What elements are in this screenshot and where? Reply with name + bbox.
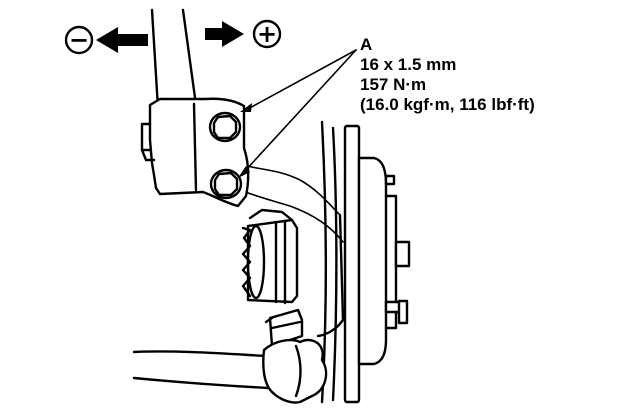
knuckle-outline: [239, 164, 345, 338]
damper-tube: [150, 8, 198, 110]
torque-nm-label: 157 N·m: [360, 75, 426, 94]
minus-sign: −: [69, 26, 89, 54]
left-arrow-icon: [96, 27, 148, 53]
ball-joint: [264, 308, 304, 348]
right-arrow-icon: [205, 21, 244, 47]
plus-sign: +: [257, 20, 277, 48]
damper-fork: [140, 97, 250, 208]
direction-indicator: − +: [64, 19, 282, 55]
wheel-hub: [320, 120, 411, 404]
lower-bolt-icon: [209, 168, 243, 200]
bolt-callout: A 16 x 1.5 mm 157 N·m (16.0 kgf·m, 116 l…: [360, 35, 535, 114]
bolt-size-label: 16 x 1.5 mm: [360, 55, 456, 74]
lower-arm: [132, 338, 328, 404]
minus-circle: [64, 25, 94, 55]
upper-bolt-icon: [208, 111, 242, 143]
bushing: [241, 208, 299, 305]
callout-letter: A: [360, 35, 372, 54]
plus-circle: [252, 19, 282, 49]
leader-lines: [238, 49, 357, 178]
torque-alt-label: (16.0 kgf·m, 116 lbf·ft): [360, 95, 535, 114]
